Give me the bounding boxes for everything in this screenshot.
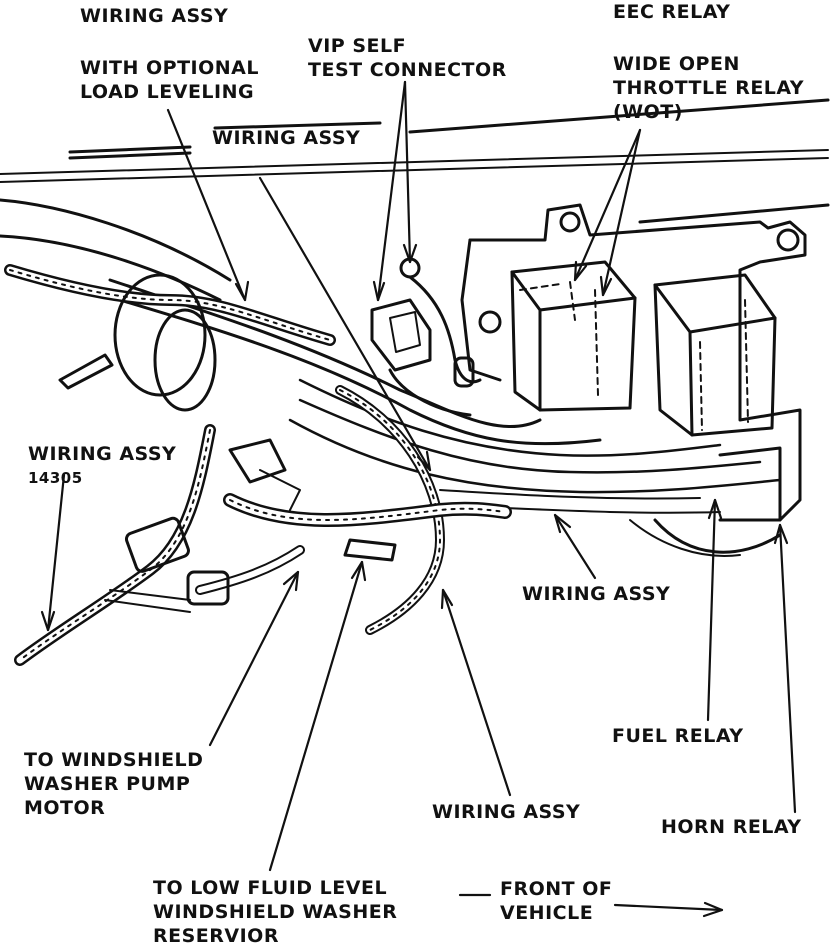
label-line: TO WINDSHIELD (24, 749, 204, 771)
label-line: WIRING ASSY (28, 443, 177, 465)
label-fuel-relay: FUEL RELAY (612, 725, 744, 747)
label-line: TEST CONNECTOR (308, 59, 507, 81)
label-line: WIDE OPEN (613, 53, 740, 75)
label-washer-pump: TO WINDSHIELD WASHER PUMP MOTOR (24, 748, 203, 820)
harness-bundles (4, 264, 782, 666)
label-low-fluid: TO LOW FLUID LEVEL WINDSHIELD WASHER RES… (153, 876, 397, 948)
label-wiring-assy-load-leveling: WIRING ASSY WITH OPTIONAL LOAD LEVELING (80, 4, 259, 104)
label-wiring-assy-14305: WIRING ASSY 14305 (28, 442, 176, 490)
label-line: FRONT OF (500, 878, 613, 900)
label-horn-relay: HORN RELAY (661, 816, 802, 838)
leader-arrows (40, 80, 797, 918)
label-line: TO LOW FLUID LEVEL (153, 877, 388, 899)
label-line: WINDSHIELD WASHER (153, 901, 398, 923)
label-line: WITH OPTIONAL (80, 57, 259, 79)
label-line: MOTOR (24, 797, 106, 819)
label-line: WIRING ASSY (80, 5, 229, 27)
label-wot-relay: WIDE OPEN THROTTLE RELAY (WOT) (613, 52, 804, 124)
wot-relay-box (510, 260, 637, 412)
label-line: WASHER PUMP (24, 773, 191, 795)
label-line: THROTTLE RELAY (613, 77, 805, 99)
label-wiring-assy-right: WIRING ASSY (522, 583, 671, 605)
label-line: VIP SELF (308, 35, 407, 57)
label-wiring-assy-top: WIRING ASSY (212, 127, 361, 149)
fuel-relay-box (653, 273, 777, 437)
label-wiring-assy-bottom: WIRING ASSY (432, 801, 581, 823)
label-line: RESERVIOR (153, 925, 279, 947)
label-front-of-vehicle: FRONT OF VEHICLE (500, 877, 612, 925)
relay-bracket (460, 203, 807, 557)
label-eec-relay: EEC RELAY (613, 1, 731, 23)
label-line: LOAD LEVELING (80, 81, 255, 103)
label-vip-connector: VIP SELF TEST CONNECTOR (308, 34, 507, 82)
label-line: VEHICLE (500, 902, 594, 924)
label-line: (WOT) (613, 101, 683, 123)
body-panel-lines (0, 98, 830, 302)
label-line: 14305 (28, 469, 83, 487)
